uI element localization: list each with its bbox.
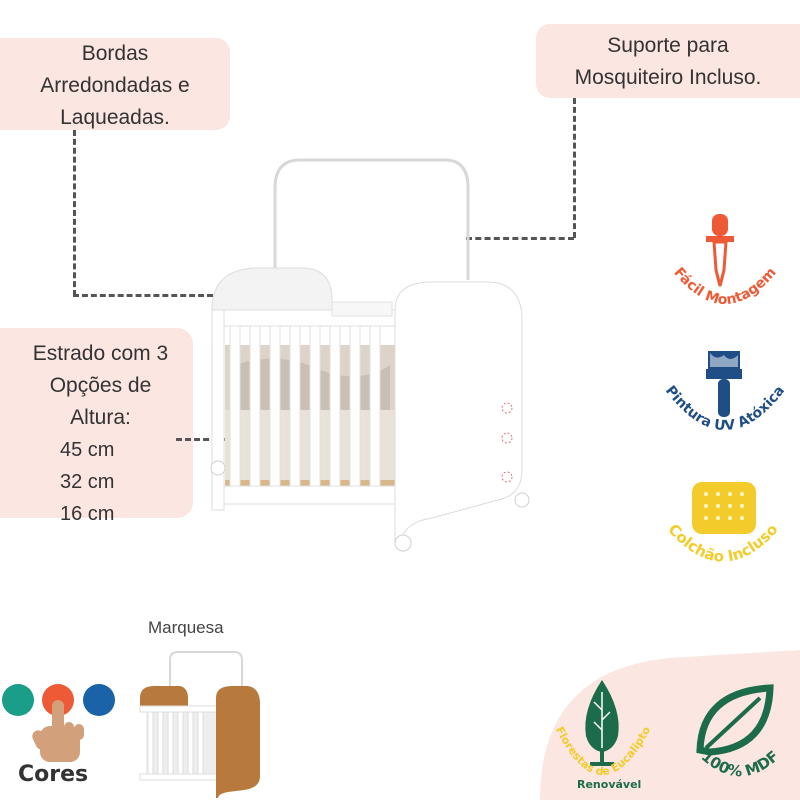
callout-line: Suporte para	[607, 34, 729, 57]
callout-line: Mosquiteiro Incluso.	[574, 66, 762, 89]
assembly-label: Fácil Montagem	[670, 265, 779, 309]
eco-badges	[540, 650, 800, 800]
color-swatches	[2, 684, 115, 762]
callout-line: Estrado com 3	[32, 342, 169, 365]
swatch-blue[interactable]	[83, 684, 115, 716]
leader-line-net-horizontal	[466, 237, 574, 240]
leader-line-edges-vertical	[73, 130, 76, 296]
dropper-icon	[706, 214, 734, 287]
forest-sub-label: Renovável	[577, 778, 642, 791]
mdf-badge-text: 100% MDF	[698, 747, 782, 780]
svg-text:Florestas de Eucalipto: Florestas de Eucalipto	[553, 724, 654, 778]
paint-brush-icon	[706, 351, 742, 417]
leaf-icon	[696, 684, 774, 756]
svg-text:Fácil Montagem: Fácil Montagem	[670, 265, 779, 309]
callout-base-heights: Estrado com 3 Opções de Altura: 45 cm 32…	[0, 328, 193, 525]
pointing-hand-icon	[32, 700, 84, 762]
svg-text:Pintura UV Atóxica: Pintura UV Atóxica	[662, 383, 788, 434]
assembly-badge-text: Fácil Montagem	[670, 265, 779, 309]
crib-illustration	[210, 158, 530, 552]
height-value: 45 cm	[60, 439, 115, 461]
mattress-icon	[692, 482, 756, 534]
forest-label: Florestas de Eucalipto	[553, 724, 654, 778]
height-value: 32 cm	[60, 471, 115, 493]
mdf-label: 100% MDF	[698, 747, 782, 780]
swatch-teal[interactable]	[2, 684, 34, 716]
paint-label: Pintura UV Atóxica	[662, 383, 788, 434]
forest-badge-text: Florestas de Eucalipto	[553, 724, 654, 778]
leader-line-net-vertical	[573, 98, 576, 238]
svg-text:100% MDF: 100% MDF	[698, 747, 782, 780]
colors-label: Cores	[18, 762, 89, 787]
paint-badge-text: Pintura UV Atóxica	[662, 383, 788, 434]
callout-line: Laqueadas.	[60, 106, 170, 129]
svg-text:Colchão Incluso: Colchão Incluso	[664, 520, 781, 565]
callout-line: Opções de	[49, 374, 152, 397]
mattress-label: Colchão Incluso	[664, 520, 781, 565]
variant-label: Marquesa	[148, 618, 224, 637]
callout-rounded-edges: Bordas Arredondadas e Laqueadas.	[0, 38, 230, 130]
leader-line-edges-horizontal	[73, 294, 213, 297]
callout-line: Arredondadas e	[40, 74, 190, 97]
callout-line: Altura:	[70, 406, 131, 429]
mattress-badge-text: Colchão Incluso	[664, 520, 781, 565]
callout-mosquito-net: Suporte para Mosquiteiro Incluso.	[536, 24, 800, 98]
callout-line: Bordas	[81, 42, 149, 65]
height-value: 16 cm	[60, 503, 115, 525]
crib-variant-illustration	[139, 651, 260, 798]
